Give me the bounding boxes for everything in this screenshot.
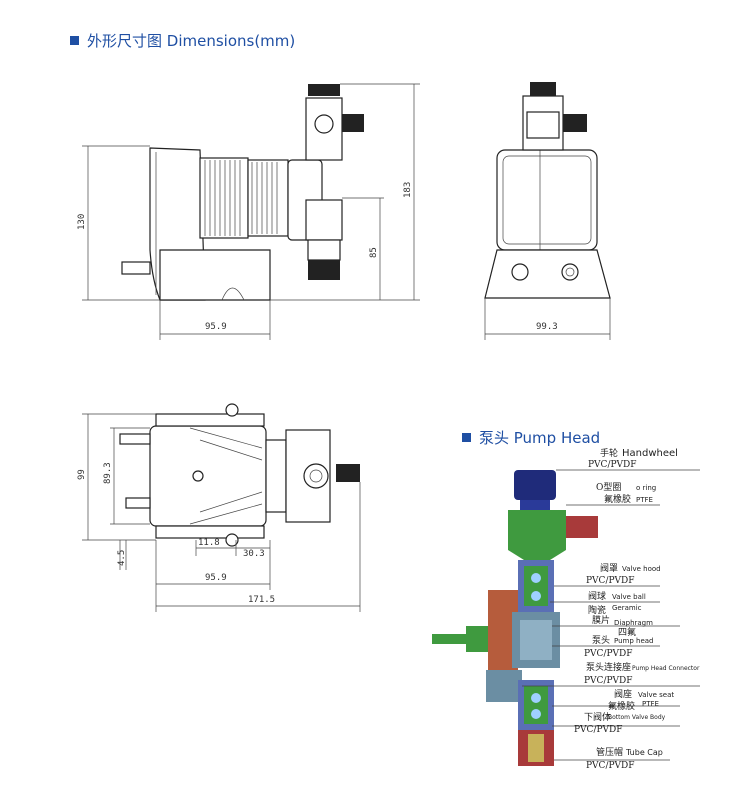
pump-head-section-drawing [432,470,598,766]
label-oring-mat-en: PTFE [636,496,653,504]
label-valve-seat-cn: 阀座 [614,688,632,700]
top-view-drawing [119,403,360,547]
label-valve-ball-en: Valve ball [612,593,646,601]
label-valve-seat-mat-cn: 氟橡胶 [608,700,635,712]
dim-side-height: 130 [77,214,87,230]
label-connector-cn: 泵头连接座 [586,661,631,673]
label-valve-seat-mat-en: PTFE [642,700,659,708]
label-handwheel-mat: PVC/PVDF [588,460,637,470]
pump-head-title-text: 泵头 Pump Head [479,429,601,447]
label-tube-cap-mat: PVC/PVDF [586,761,635,771]
title-bullet-icon [70,36,79,45]
label-bottom-body-cn: 下阀体 [584,711,611,723]
label-oring-cn: O型圈 [596,482,621,493]
front-view-dimension-lines [484,298,611,340]
dim-side-width: 95.9 [205,322,227,332]
label-bottom-body-en: Bottom Valve Body [608,714,666,721]
label-diaphragm-cn: 膜片 [592,614,610,626]
dim-top-offset-a: 11.8 [198,538,220,548]
label-pump-head-cn: 泵头 [592,635,610,646]
dim-top-height-outer: 99 [77,469,87,480]
label-valve-ball-cn: 阀球 [588,590,606,602]
label-diaphragm-mat-cn: 四氟 [618,626,636,638]
label-ceramic-en: Geramic [612,604,642,612]
label-pump-head-mat: PVC/PVDF [584,649,633,659]
label-connector-en: Pump Head Connector [632,665,700,672]
label-diaphragm-en: Diaphragm [614,619,653,627]
label-oring-en: o ring [636,484,656,492]
pump-head-title: 泵头 Pump Head [462,427,600,448]
dim-top-small: 4.5 [117,550,127,566]
front-view-drawing [484,82,611,299]
dim-front-width: 99.3 [536,322,558,332]
side-view-drawing [121,84,364,301]
dim-side-outlet-height: 85 [369,247,379,258]
pump-head-leader-lines [522,469,700,761]
label-tube-cap-cn: 管压帽 [596,746,623,758]
top-view-dimension-lines [82,413,361,612]
label-handwheel-cn: 手轮 [600,447,618,459]
label-valve-hood-mat: PVC/PVDF [586,576,635,586]
label-oring-mat-cn: 氟橡胶 [604,493,631,505]
label-connector-mat: PVC/PVDF [584,676,633,686]
dim-top-offset-b: 30.3 [243,549,265,559]
label-ceramic-cn: 陶瓷 [588,604,606,616]
label-bottom-body-mat: PVC/PVDF [574,725,623,735]
dim-total-height: 183 [403,182,413,198]
dimensions-title-text: 外形尺寸图 Dimensions(mm) [87,32,296,50]
label-valve-hood-cn: 阀罩 [600,563,618,574]
label-valve-hood-en: Valve hood [622,565,661,573]
title-bullet-icon [462,433,471,442]
dim-top-height-inner: 89.3 [103,462,113,484]
dim-top-width: 95.9 [205,573,227,583]
label-pump-head-en: Pump head [614,637,654,645]
dim-top-total-length: 171.5 [248,595,275,605]
label-valve-seat-en: Valve seat [638,691,674,699]
dimensions-title: 外形尺寸图 Dimensions(mm) [70,30,295,51]
side-view-dimension-lines [82,83,420,340]
label-handwheel-en: Handwheel [622,448,678,459]
label-tube-cap-en: Tube Cap [625,748,663,757]
